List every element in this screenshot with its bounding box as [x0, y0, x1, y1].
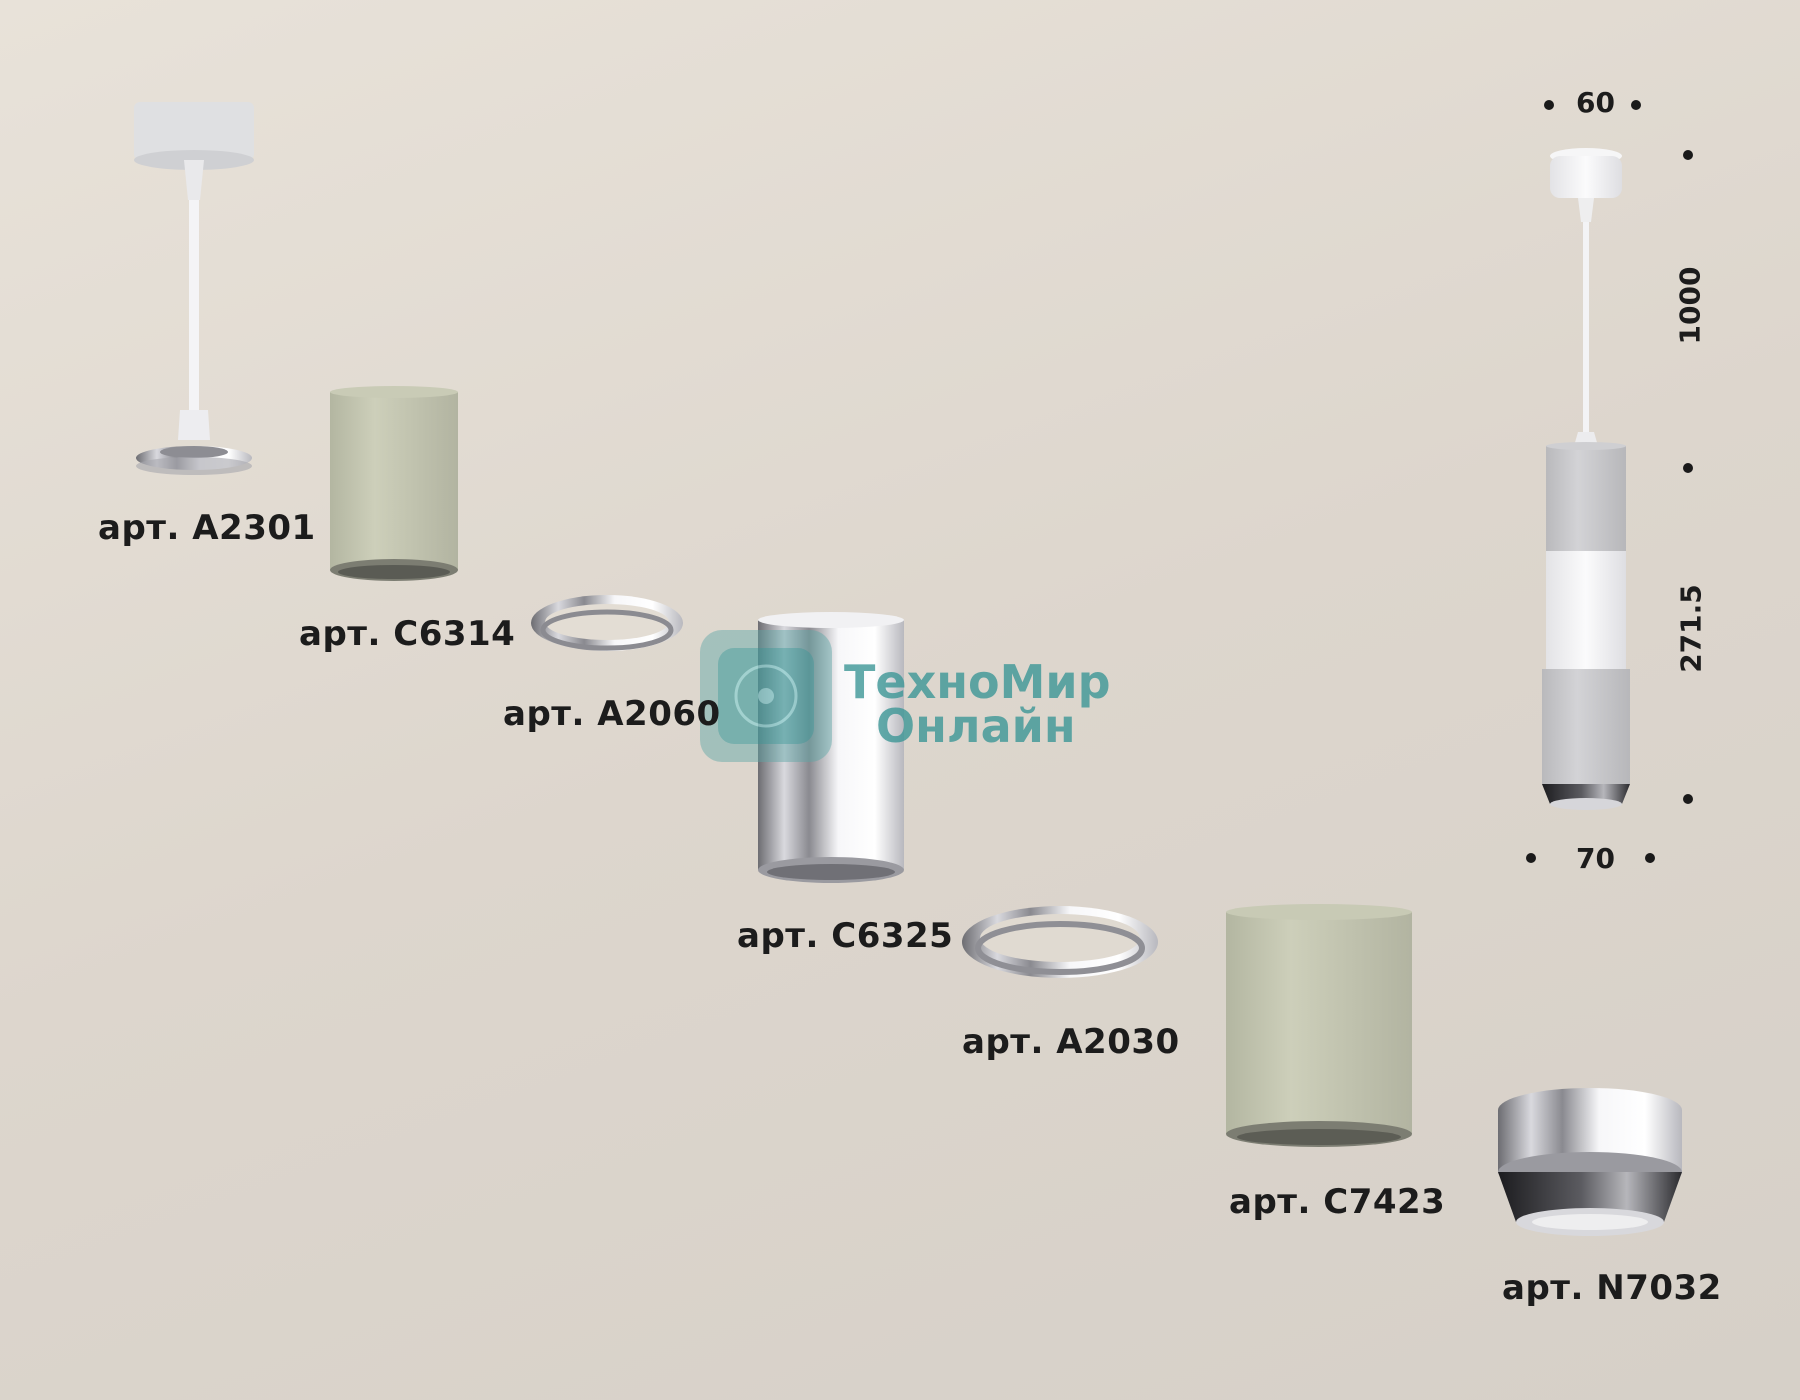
watermark-line-1: ТехноМир — [844, 655, 1111, 709]
dimension-top-width: 60 — [1576, 86, 1615, 119]
dimension-cable-length: 1000 — [1673, 266, 1707, 345]
part-label-a2301: арт. A2301 — [98, 508, 316, 548]
dimension-body-height: 271.5 — [1674, 584, 1708, 673]
assembled-pendant — [1542, 148, 1630, 810]
ring-a2060 — [531, 595, 683, 651]
watermark-line-2: Онлайн — [876, 699, 1076, 753]
dimension-bottom-width: 70 — [1576, 842, 1615, 875]
mount-a2301 — [134, 102, 254, 475]
reflector-n7032 — [1498, 1088, 1682, 1236]
part-label-c7423: арт. C7423 — [1229, 1182, 1446, 1222]
part-label-c6325: арт. C6325 — [737, 916, 954, 956]
watermark-logo-icon — [700, 630, 832, 762]
part-label-a2060: арт. A2060 — [503, 694, 721, 734]
watermark-text: ТехноМир Онлайн — [844, 655, 1111, 753]
part-label-a2030: арт. A2030 — [962, 1022, 1180, 1062]
ring-a2030 — [962, 906, 1158, 978]
part-label-n7032: арт. N7032 — [1502, 1268, 1722, 1308]
body-c6314 — [330, 386, 458, 581]
body-c7423 — [1226, 904, 1412, 1147]
part-label-c6314: арт. C6314 — [299, 614, 516, 654]
dimension-markers — [1526, 100, 1693, 863]
